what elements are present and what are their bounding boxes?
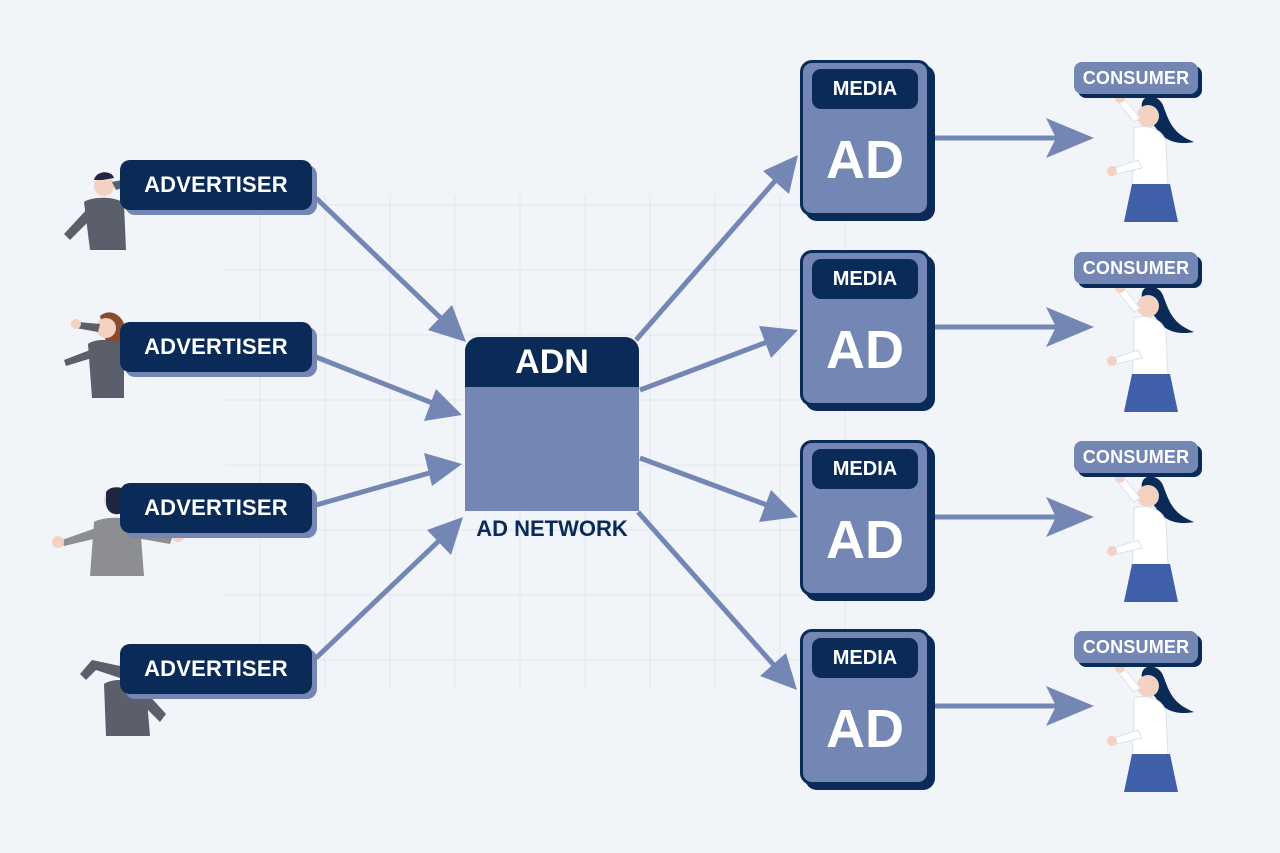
ad-text: AD (826, 510, 904, 570)
advertiser-label: ADVERTISER (120, 322, 312, 372)
consumer-figure-2 (1106, 282, 1195, 413)
advertiser-label: ADVERTISER (120, 483, 312, 533)
ad-text: AD (826, 320, 904, 380)
consumer-arrows (930, 118, 1094, 726)
media-card: MEDIA AD (800, 250, 930, 406)
consumer-label: CONSUMER (1074, 631, 1198, 663)
media-card: MEDIA AD (800, 440, 930, 596)
media-tag: MEDIA (812, 638, 918, 678)
adn-body (465, 387, 639, 511)
ad-network-caption: AD NETWORK (476, 516, 628, 541)
media-tag: MEDIA (812, 259, 918, 299)
media-arrows (634, 155, 798, 690)
consumer-label: CONSUMER (1074, 62, 1198, 94)
advertiser-figure-2 (64, 312, 136, 398)
media-card: MEDIA AD (800, 60, 930, 216)
media-tag: MEDIA (812, 449, 918, 489)
consumer-figure-3 (1106, 472, 1195, 603)
media-tag: MEDIA (812, 69, 918, 109)
consumer-figure-4 (1106, 662, 1195, 793)
ad-network-node: ADN (465, 337, 639, 511)
advertiser-arrows (314, 196, 466, 660)
ad-text: AD (826, 699, 904, 759)
advertiser-label: ADVERTISER (120, 644, 312, 694)
consumer-label: CONSUMER (1074, 441, 1198, 473)
consumer-figure-1 (1106, 92, 1195, 223)
consumer-label: CONSUMER (1074, 252, 1198, 284)
adn-title: ADN (465, 337, 639, 387)
advertiser-label: ADVERTISER (120, 160, 312, 210)
advertiser-figure-1 (64, 172, 142, 250)
media-card: MEDIA AD (800, 629, 930, 785)
ad-text: AD (826, 130, 904, 190)
